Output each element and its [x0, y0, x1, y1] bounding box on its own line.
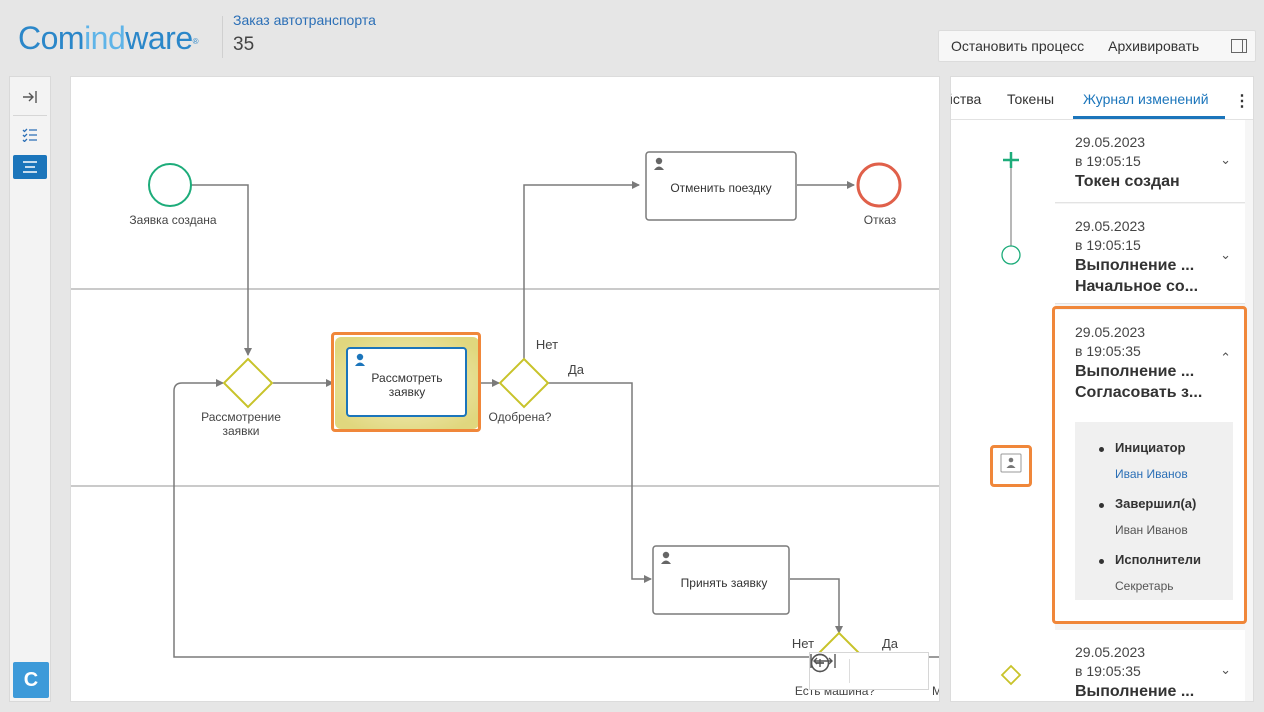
car-yes-label: Да — [882, 636, 899, 651]
panel-tabs: йства Токены Журнал изменений ⋮ — [951, 77, 1253, 120]
log-entry-title: Выполнение ... — [1075, 683, 1195, 700]
user-task-icon — [654, 157, 664, 170]
app-badge[interactable]: C — [13, 662, 49, 698]
task-cancel-trip — [645, 151, 797, 221]
start-event-icon — [1001, 245, 1021, 265]
process-diagram-canvas[interactable]: Заявка создана Отменить поездку Отказ Ра… — [70, 76, 940, 702]
start-event-label: Заявка создана — [129, 213, 217, 227]
car-no-label: Нет — [792, 636, 814, 651]
log-entry-date: 29.05.2023 — [1075, 134, 1146, 150]
chevron-down-icon[interactable]: ⌄ — [1220, 152, 1231, 167]
log-entry-title: Токен создан — [1075, 173, 1180, 190]
tab-tokens[interactable]: Токены — [1007, 91, 1055, 107]
more-options-icon[interactable]: ⋮ — [1234, 93, 1250, 110]
sequence-flows — [173, 181, 939, 658]
zoom-in-icon[interactable] — [810, 652, 928, 690]
stop-process-button[interactable]: Остановить процесс — [951, 38, 1085, 54]
log-entry-time: в 19:05:35 — [1075, 343, 1141, 359]
user-task-icon — [661, 551, 671, 564]
task-accept-label: Принять заявку — [681, 576, 768, 590]
log-entry-time: в 19:05:15 — [1075, 237, 1141, 253]
gateway-icon — [1000, 664, 1022, 686]
review-gateway — [222, 357, 274, 409]
token-timeline — [1000, 152, 1022, 686]
task-review-label-2: заявку — [389, 385, 425, 399]
log-entry-title: Выполнение ... — [1075, 257, 1195, 274]
user-task-icon — [355, 353, 365, 366]
log-entry-subtitle: Начальное со... — [1075, 278, 1199, 295]
zoom-separator — [849, 659, 850, 683]
change-log-list: 29.05.2023 в 19:05:15 Токен создан ⌄ 29.… — [1055, 120, 1245, 701]
zoom-toolbar — [809, 652, 929, 690]
plus-icon — [1003, 152, 1019, 168]
start-event — [148, 163, 192, 207]
completed-by-label: Завершил(а) — [1115, 496, 1197, 511]
cut-off-label: М — [932, 684, 940, 698]
log-entry[interactable]: 29.05.2023 в 19:05:15 Выполнение ... Нач… — [1055, 204, 1245, 304]
details-panel: йства Токены Журнал изменений ⋮ 29.05.20… — [950, 76, 1254, 702]
panel-scrollbar[interactable] — [1245, 120, 1253, 701]
left-rail: C — [9, 76, 51, 702]
task-review-label-1: Рассмотреть — [371, 371, 442, 385]
expand-icon[interactable] — [13, 85, 47, 109]
tab-change-log[interactable]: Журнал изменений — [1083, 91, 1209, 107]
tab-properties[interactable]: йства — [951, 91, 982, 107]
rail-divider — [13, 115, 47, 116]
process-actions-toolbar: Остановить процесс Архивировать — [938, 30, 1256, 62]
review-gateway-label-2: заявки — [222, 424, 259, 438]
comindware-logo[interactable]: Comindware® — [18, 20, 199, 56]
fit-width-icon[interactable] — [810, 652, 849, 690]
history-list-icon[interactable] — [13, 155, 47, 179]
log-entry-subtitle: Согласовать з... — [1075, 384, 1203, 401]
chevron-down-icon[interactable]: ⌄ — [1220, 662, 1231, 677]
end-event — [856, 162, 902, 208]
log-entry[interactable]: 29.05.2023 в 19:05:35 Выполнение ... ⌄ — [1055, 630, 1245, 701]
log-entry-date: 29.05.2023 — [1075, 324, 1146, 340]
approved-no-label: Нет — [536, 337, 558, 352]
archive-button[interactable]: Архивировать — [1108, 38, 1200, 54]
log-entry-time: в 19:05:15 — [1075, 153, 1141, 169]
chevron-up-icon[interactable]: ⌃ — [1220, 350, 1231, 365]
process-template-link[interactable]: Заказ автотранспорта — [233, 12, 376, 28]
task-accept-request — [652, 545, 790, 615]
log-entry-time: в 19:05:35 — [1075, 663, 1141, 679]
approved-gateway — [498, 357, 550, 409]
log-entry-details: Инициатор Иван Иванов Завершил(а) Иван И… — [1075, 422, 1233, 600]
log-entry-title: Выполнение ... — [1075, 363, 1195, 380]
log-entry-date: 29.05.2023 — [1075, 644, 1146, 660]
approved-gateway-label: Одобрена? — [489, 410, 552, 424]
executors-label: Исполнители — [1115, 552, 1201, 567]
task-review-request — [346, 347, 467, 417]
executors-value: Секретарь — [1115, 579, 1174, 593]
chevron-down-icon[interactable]: ⌄ — [1220, 247, 1231, 262]
active-tab-indicator — [1073, 116, 1225, 119]
task-list-icon[interactable] — [13, 123, 47, 147]
initiator-label: Инициатор — [1115, 440, 1186, 455]
completed-by-value: Иван Иванов — [1115, 523, 1188, 537]
log-entry-date: 29.05.2023 — [1075, 218, 1146, 234]
approved-yes-label: Да — [568, 362, 585, 377]
user-task-icon — [1000, 453, 1022, 473]
log-entry[interactable]: 29.05.2023 в 19:05:15 Токен создан ⌄ — [1055, 120, 1245, 203]
initiator-link[interactable]: Иван Иванов — [1115, 467, 1188, 481]
bpmn-diagram: Заявка создана Отменить поездку Отказ Ра… — [71, 151, 940, 698]
zoom-out-icon[interactable] — [810, 652, 889, 690]
task-cancel-label: Отменить поездку — [670, 181, 771, 195]
end-event-label: Отказ — [864, 213, 897, 227]
log-entry-expanded[interactable]: 29.05.2023 в 19:05:35 Выполнение ... Сог… — [1055, 310, 1245, 624]
header-divider — [222, 16, 223, 58]
toggle-panel-icon[interactable] — [1231, 39, 1247, 53]
review-gateway-label-1: Рассмотрение — [201, 410, 281, 424]
process-instance-number: 35 — [233, 34, 255, 55]
